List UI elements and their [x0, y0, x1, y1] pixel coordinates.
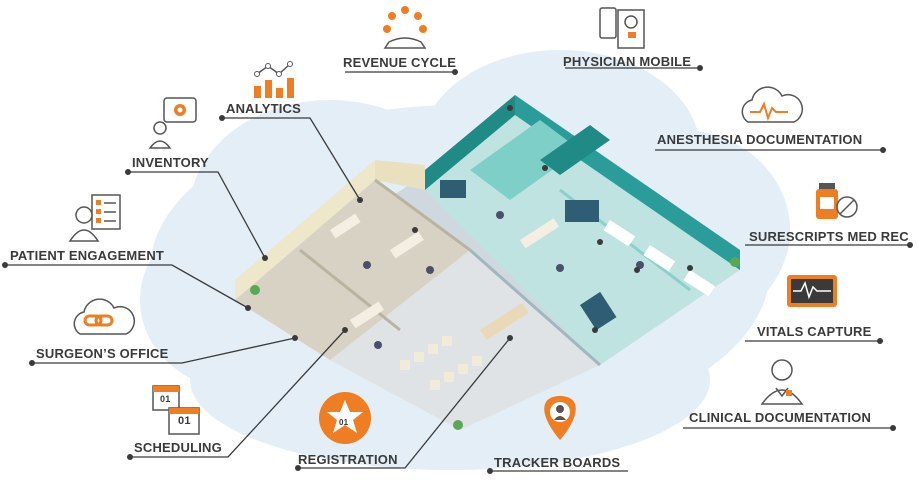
leader-endpoints — [2, 65, 913, 474]
label-anesthesia-documentation: ANESTHESIA DOCUMENTATION — [657, 132, 863, 147]
registration-star-icon — [319, 392, 371, 444]
label-clinical-documentation: CLINICAL DOCUMENTATION — [689, 410, 872, 425]
label-analytics: ANALYTICS — [226, 101, 301, 116]
label-registration: REGISTRATION — [298, 452, 398, 467]
leader-patient-engagement — [5, 264, 249, 309]
revenue-cycle-icon — [383, 6, 427, 49]
floorplan-illustration — [235, 95, 740, 430]
location-pin-icon — [544, 396, 576, 440]
calendar-icon — [152, 385, 200, 435]
label-tracker-boards: TRACKER BOARDS — [494, 455, 621, 470]
label-inventory: INVENTORY — [132, 155, 209, 170]
leader-registration — [298, 337, 511, 469]
leader-surgeons-office — [32, 337, 296, 364]
pill-bottle-icon — [816, 183, 858, 219]
anesthesia-cloud-icon — [741, 86, 804, 123]
cloud-link-icon — [73, 298, 136, 335]
leader-analytics — [222, 117, 361, 201]
leader-inventory — [128, 171, 266, 259]
physician-mobile-icon — [599, 7, 645, 49]
label-physician-mobile: PHYSICIAN MOBILE — [563, 54, 692, 69]
label-patient-engagement: PATIENT ENGAGEMENT — [10, 248, 165, 263]
patient-checklist-icon — [68, 194, 121, 242]
leader-lines — [5, 67, 910, 472]
label-scheduling: SCHEDULING — [134, 440, 222, 455]
analytics-icon — [254, 61, 294, 98]
inventory-icon — [148, 97, 197, 149]
label-surescripts-med-rec: SURESCRIPTS MED REC — [749, 229, 909, 244]
label-vitals-capture: VITALS CAPTURE — [757, 324, 872, 339]
label-surgeons-office: SURGEON’S OFFICE — [36, 346, 169, 361]
vitals-monitor-icon — [787, 275, 837, 307]
clinician-icon — [760, 359, 804, 405]
label-revenue-cycle: REVENUE CYCLE — [343, 55, 457, 70]
scheduling-date-large: 01 — [178, 415, 191, 427]
leader-scheduling — [130, 329, 346, 458]
registration-date: 01 — [339, 418, 349, 427]
scheduling-date-small: 01 — [160, 394, 171, 404]
